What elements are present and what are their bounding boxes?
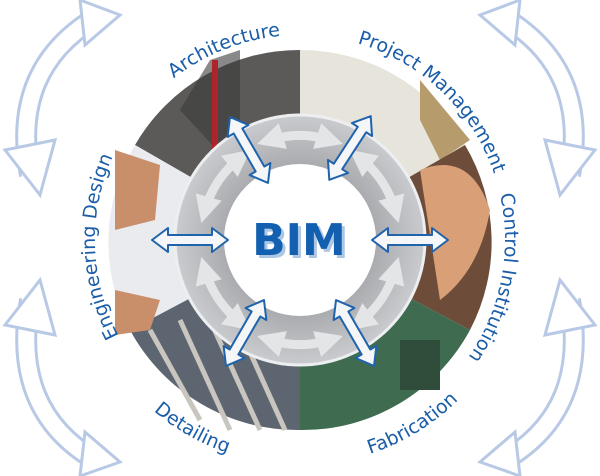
arrow-bottom-right: [332, 299, 378, 367]
outer-arrow-top-right: [477, 0, 598, 199]
arrow-right: [371, 227, 449, 253]
radial-arrows: [151, 115, 449, 367]
ring-cycle-arrows: [195, 123, 405, 357]
outer-arrow-bottom-right: [477, 276, 598, 476]
arrow-left: [151, 227, 229, 253]
process-ring: [173, 113, 427, 367]
outer-arrow-bottom-left: [2, 276, 123, 476]
outer-arrow-top-left: [2, 0, 123, 199]
arrow-bottom-left: [222, 299, 268, 367]
center-label-shadow: BIM: [255, 218, 349, 269]
center-label: BIM: [252, 215, 346, 266]
arrow-top-left: [226, 116, 272, 184]
arrow-top-right: [326, 115, 374, 181]
